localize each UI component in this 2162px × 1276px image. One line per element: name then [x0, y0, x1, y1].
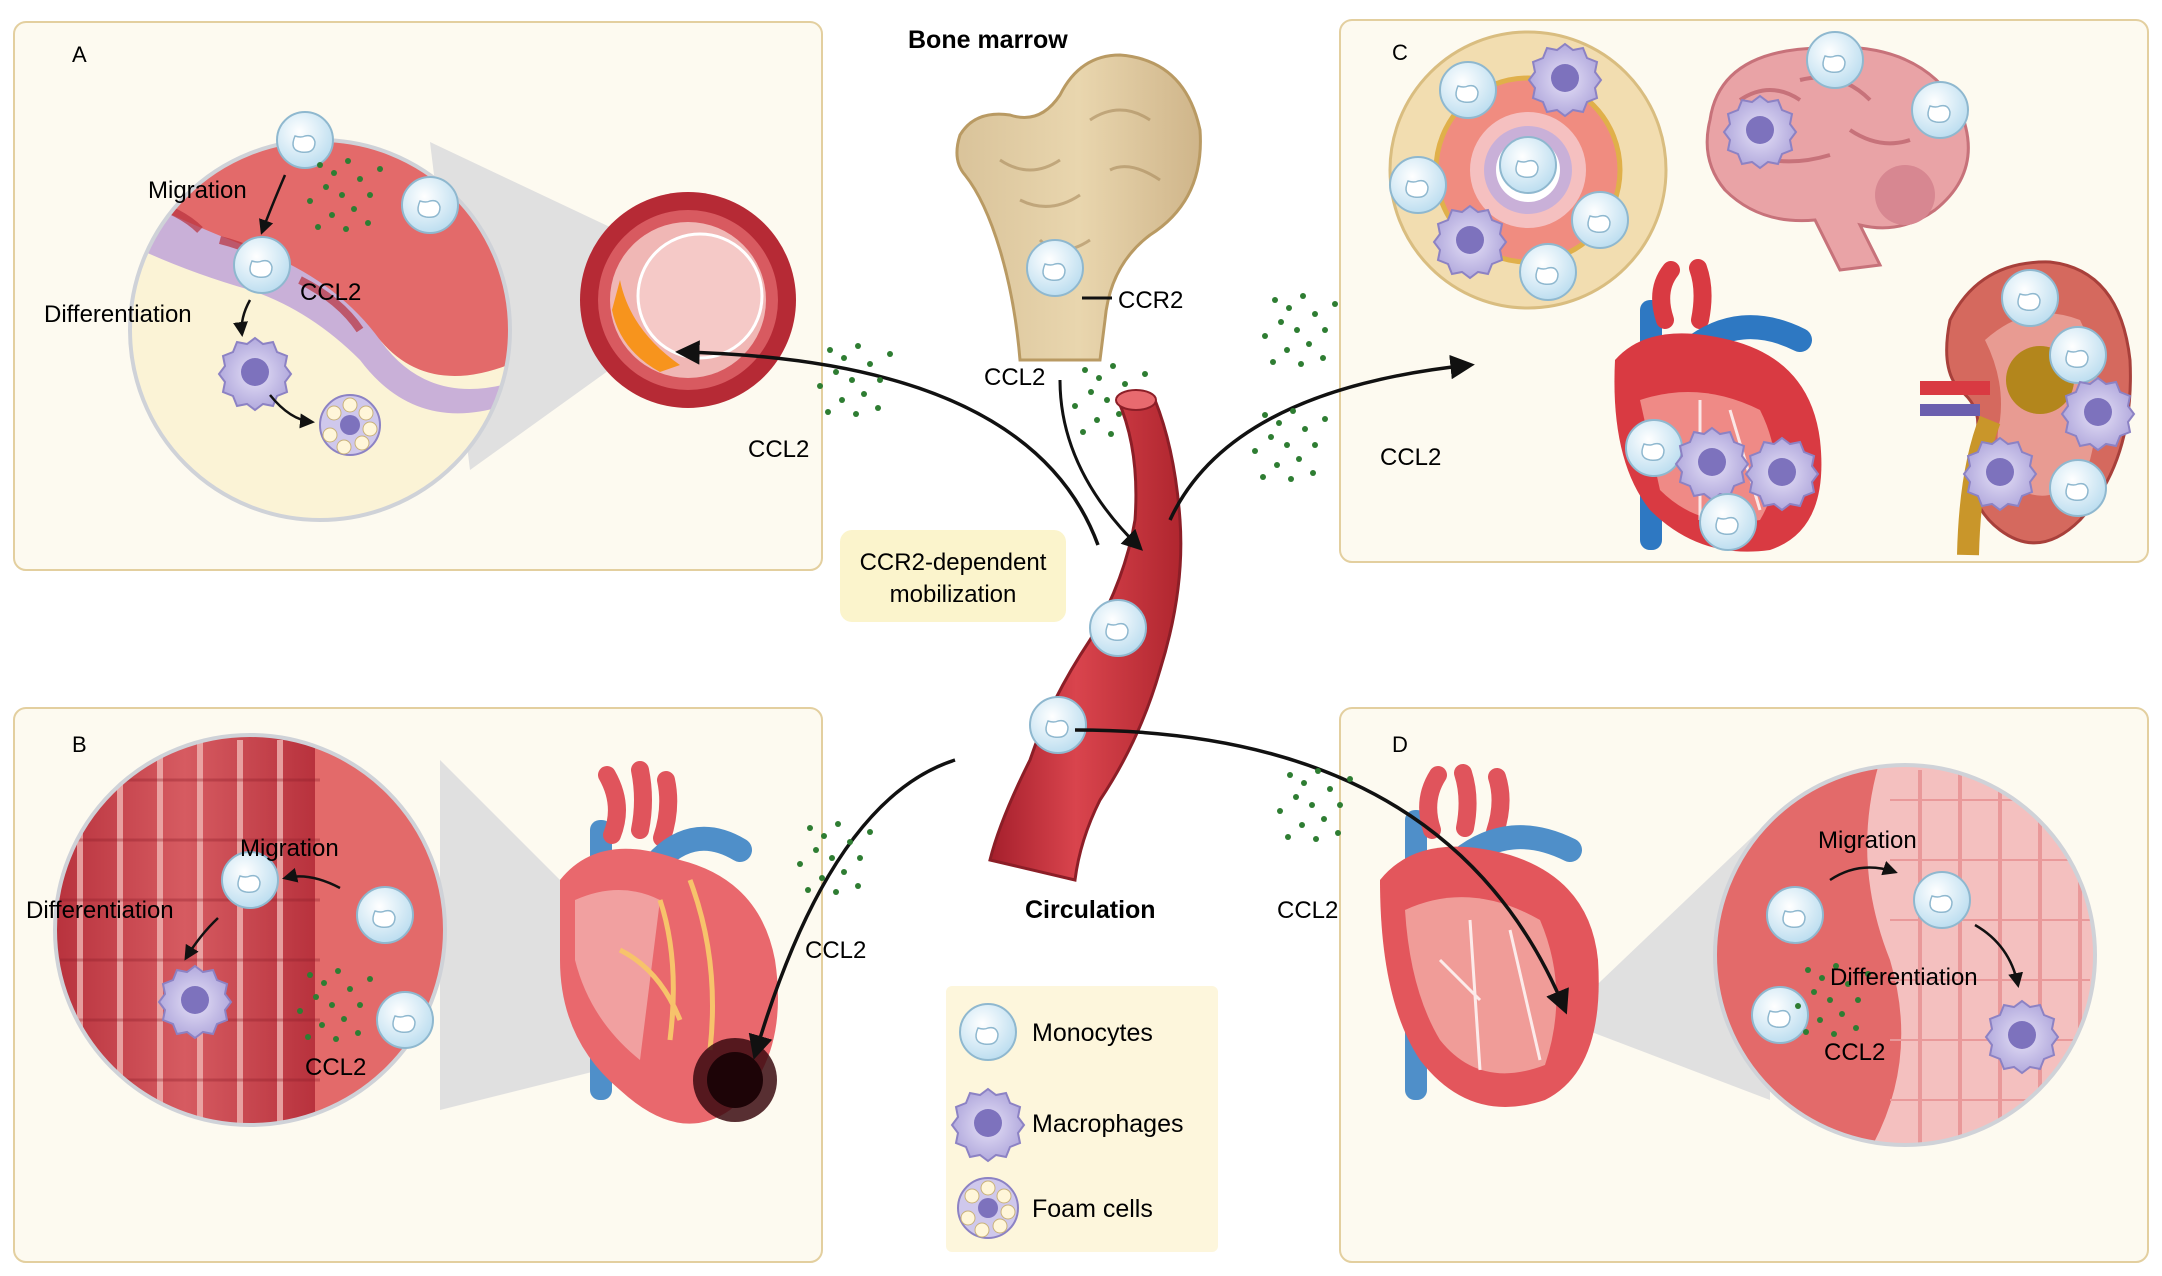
migration-arrow-a	[259, 174, 287, 235]
monocyte-icon	[959, 1003, 1017, 1061]
legend-macrophages: Macrophages	[1032, 1110, 1183, 1138]
artery-zoom-circle	[128, 138, 512, 522]
legend-foam-cells: Foam cells	[1032, 1195, 1153, 1223]
arrow-to-panel-c	[1168, 354, 1475, 521]
foam-cell-icon	[957, 1177, 1019, 1239]
migration-label-b: Migration	[240, 835, 339, 862]
panel-b-letter: B	[72, 732, 87, 757]
mobilization-box: CCR2-dependent mobilization	[840, 530, 1066, 622]
panel-c: C	[1339, 19, 2149, 563]
monocyte-c9	[1699, 493, 1757, 551]
foam-cell-a	[319, 394, 381, 456]
differentiation-arrow-d	[1974, 923, 2023, 988]
arrow-bone-to-vessel	[1058, 379, 1144, 551]
ccl2-label-arrow-d: CCL2	[1277, 897, 1338, 924]
ccl2-dots-to-c1	[1262, 293, 1338, 367]
monocyte-b3	[376, 991, 434, 1049]
monocyte-c10	[2001, 269, 2059, 327]
heart-d	[1380, 764, 1599, 1107]
arrow-to-panel-b	[748, 758, 956, 1060]
bone-monocyte	[1026, 239, 1084, 297]
monocyte-a3	[233, 236, 291, 294]
mobilization-line1: CCR2-dependent	[860, 549, 1047, 576]
migration-label-d: Migration	[1818, 827, 1917, 854]
monocyte-c1	[1499, 136, 1557, 194]
legend: Monocytes Macrophages Foam cells	[946, 986, 1218, 1252]
monocyte-d3	[1751, 986, 1809, 1044]
ccl2-dots-to-c2	[1252, 408, 1328, 482]
monocyte-c8	[1625, 419, 1683, 477]
arrow-to-panel-d	[1074, 728, 1569, 1015]
monocyte-c3	[1389, 156, 1447, 214]
monocyte-c7	[1911, 81, 1969, 139]
panel-c-letter: C	[1392, 40, 1408, 65]
monocyte-a2	[401, 176, 459, 234]
bone-marrow-femur	[955, 53, 1202, 362]
circulation-vessel	[988, 389, 1183, 882]
panel-a: A Migration Differentiation CCL2	[13, 21, 823, 571]
migration-arrow-b	[282, 867, 341, 890]
panel-d: D Migration Differentiat	[1339, 707, 2149, 1263]
foam-arrow-a	[269, 394, 315, 429]
ccl2-label-arrow-a: CCL2	[748, 436, 809, 463]
ccl2-label-arrow-b: CCL2	[805, 937, 866, 964]
circulation-label: Circulation	[1025, 896, 1156, 924]
legend-monocytes: Monocytes	[1032, 1019, 1153, 1047]
circulating-monocyte-1	[1089, 599, 1147, 657]
monocyte-c6	[1806, 31, 1864, 89]
monocyte-c2	[1439, 61, 1497, 119]
monocyte-b2	[356, 886, 414, 944]
monocyte-a1	[276, 111, 334, 169]
panel-b: B Migration Differentiation CCL2	[13, 707, 823, 1263]
ccl2-label-arrow-c: CCL2	[1380, 444, 1441, 471]
differentiation-label-d: Differentiation	[1830, 964, 1978, 991]
panel-a-letter: A	[72, 42, 87, 67]
monocyte-c11	[2049, 326, 2107, 384]
differentiation-arrow-a	[233, 299, 252, 337]
differentiation-arrow-b	[184, 917, 219, 961]
arrow-to-panel-a	[675, 340, 1100, 546]
migration-arrow-d	[1829, 861, 1898, 882]
monocyte-d1	[1766, 886, 1824, 944]
differentiation-label-b: Differentiation	[26, 897, 174, 924]
ccr2-label: CCR2	[1118, 287, 1183, 314]
bone-marrow-label: Bone marrow	[908, 26, 1068, 54]
heart-infarct-b	[560, 761, 778, 1124]
monocyte-d2	[1913, 871, 1971, 929]
ccl2-label-b: CCL2	[305, 1054, 366, 1081]
migration-label-a: Migration	[148, 177, 247, 204]
artery-cross-section	[580, 192, 796, 408]
differentiation-label-a: Differentiation	[44, 301, 192, 328]
ccl2-label-a: CCL2	[300, 279, 361, 306]
circulating-monocyte-2	[1029, 696, 1087, 754]
ccl2-label-d: CCL2	[1824, 1039, 1885, 1066]
mobilization-line2: mobilization	[890, 581, 1017, 608]
bone-ccl2-label: CCL2	[984, 364, 1045, 391]
zoom-cone-d	[1560, 820, 1770, 1100]
ccl2-dots-to-a	[817, 343, 893, 417]
monocyte-c12	[2049, 459, 2107, 517]
monocyte-c4	[1571, 191, 1629, 249]
monocyte-c5	[1519, 243, 1577, 301]
legend-box	[946, 986, 1218, 1252]
panel-d-letter: D	[1392, 732, 1408, 757]
